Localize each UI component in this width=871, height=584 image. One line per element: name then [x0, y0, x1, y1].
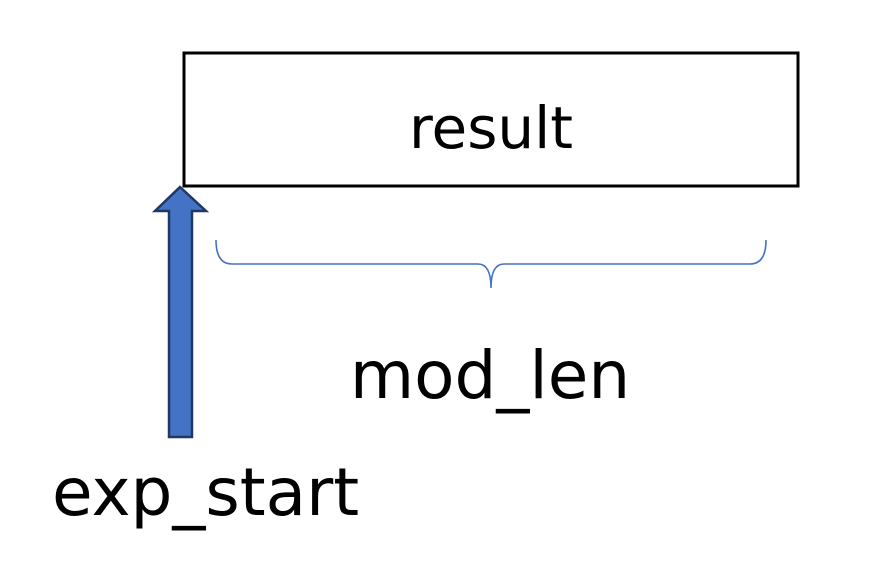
result-box: result: [182, 51, 800, 188]
mod-len-brace: [215, 239, 767, 289]
exp-start-label: exp_start: [52, 454, 359, 531]
result-label: result: [409, 94, 573, 162]
result-box-border: [182, 51, 800, 188]
exp-start-arrow-icon: [151, 185, 210, 439]
mod-len-label: mod_len: [350, 337, 630, 414]
